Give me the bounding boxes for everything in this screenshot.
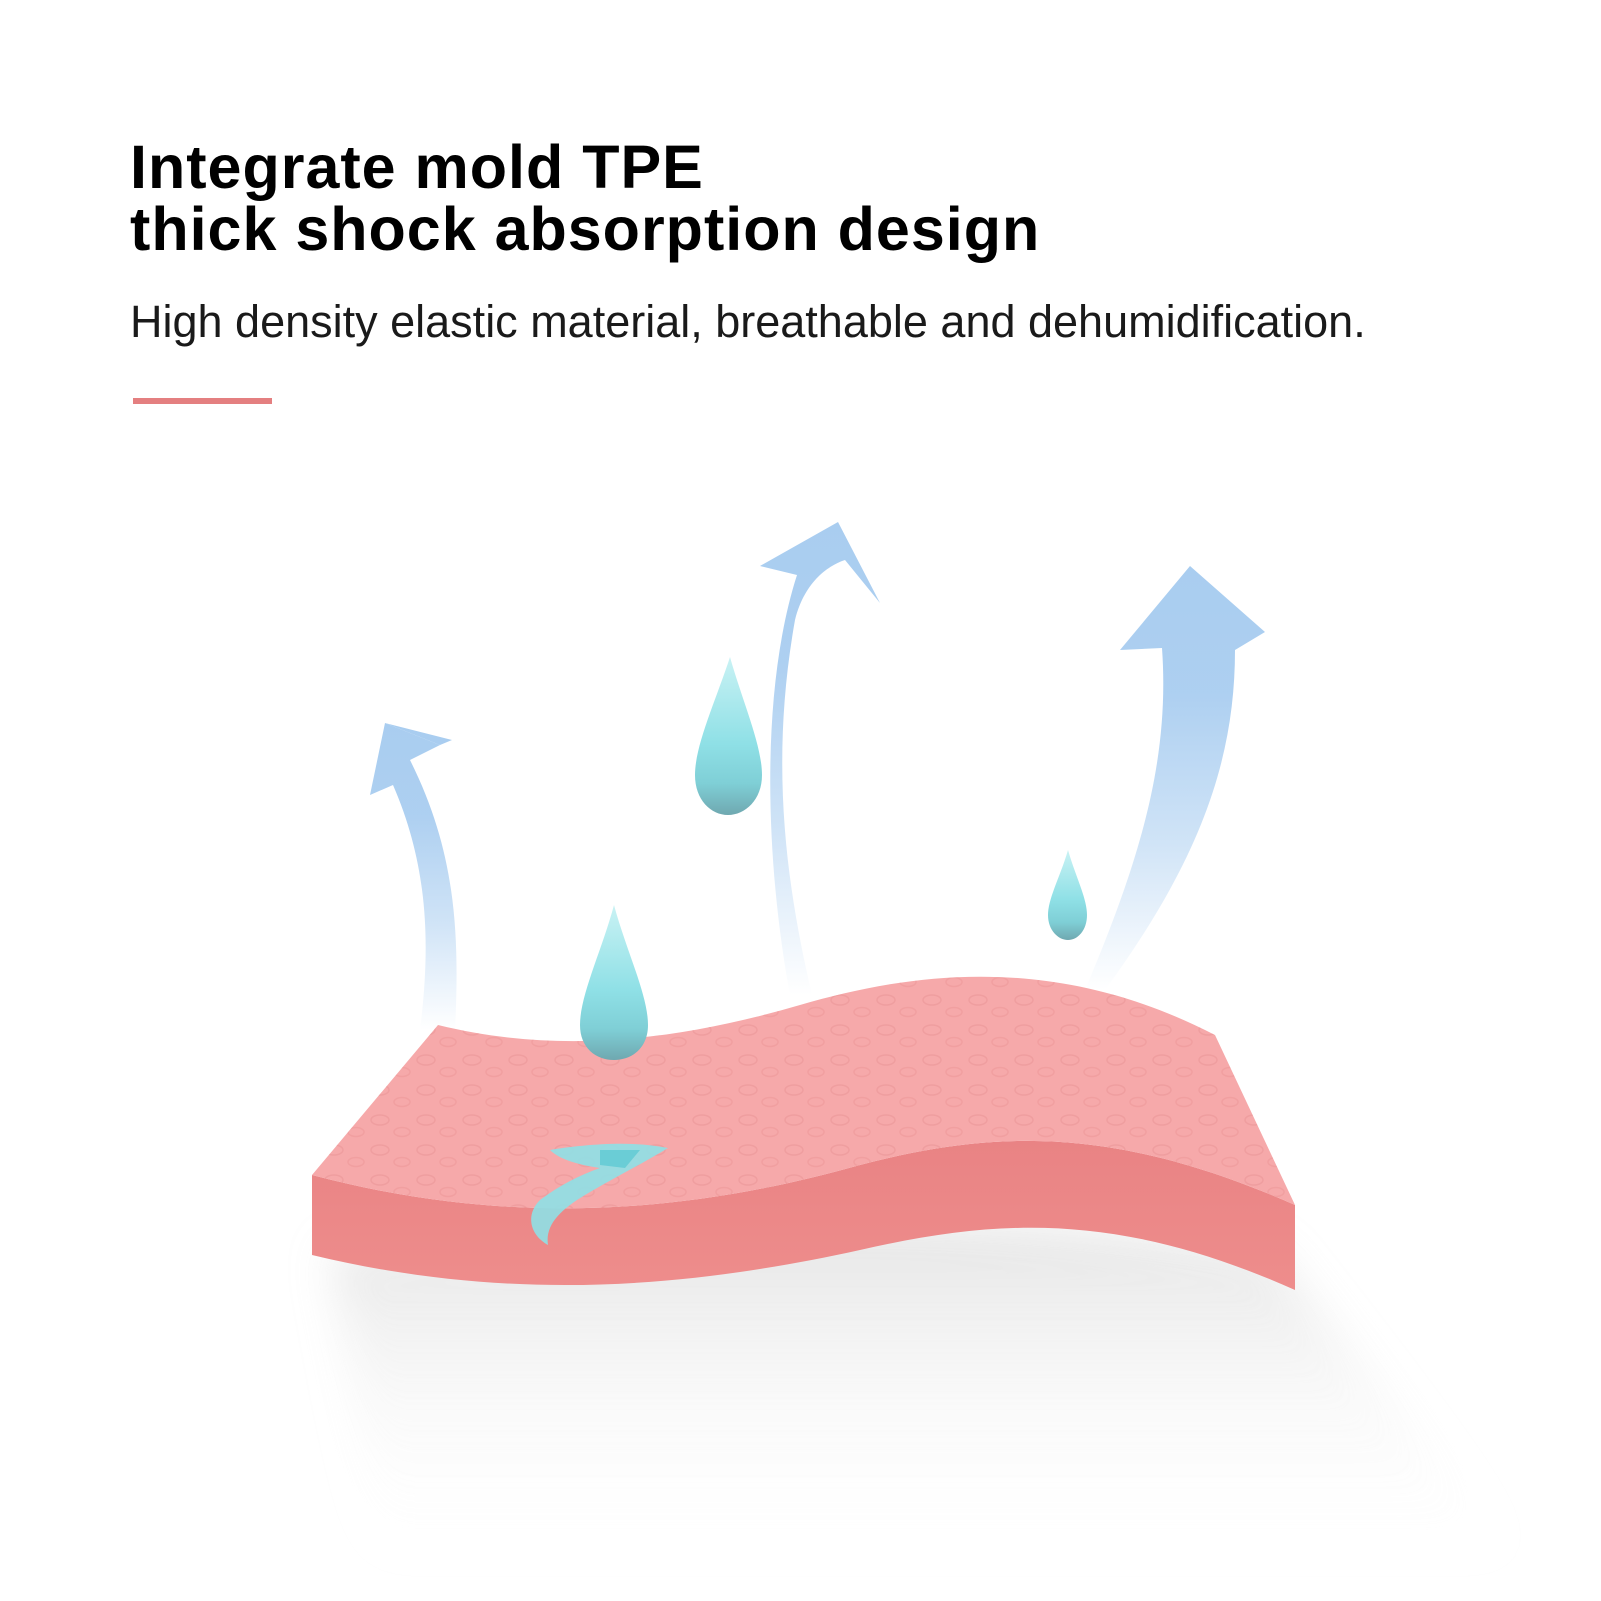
- water-droplet-icon: [695, 657, 762, 815]
- headline-line-2: thick shock absorption design: [130, 195, 1041, 263]
- mat-shadow: [330, 1222, 1520, 1560]
- tpe-mat-side: [312, 1140, 1295, 1290]
- water-splash-icon: [531, 1143, 668, 1245]
- accent-divider: [133, 398, 272, 404]
- headline: Integrate mold TPE thick shock absorptio…: [130, 136, 1040, 260]
- subtitle: High density elastic material, breathabl…: [130, 296, 1366, 347]
- airflow-arrow-icon: [370, 723, 457, 1030]
- airflow-arrow-icon: [1085, 566, 1265, 990]
- headline-line-1: Integrate mold TPE: [130, 133, 704, 201]
- water-droplet-icon: [580, 905, 648, 1060]
- airflow-arrow-icon: [760, 522, 880, 995]
- water-droplet-icon: [1048, 850, 1087, 940]
